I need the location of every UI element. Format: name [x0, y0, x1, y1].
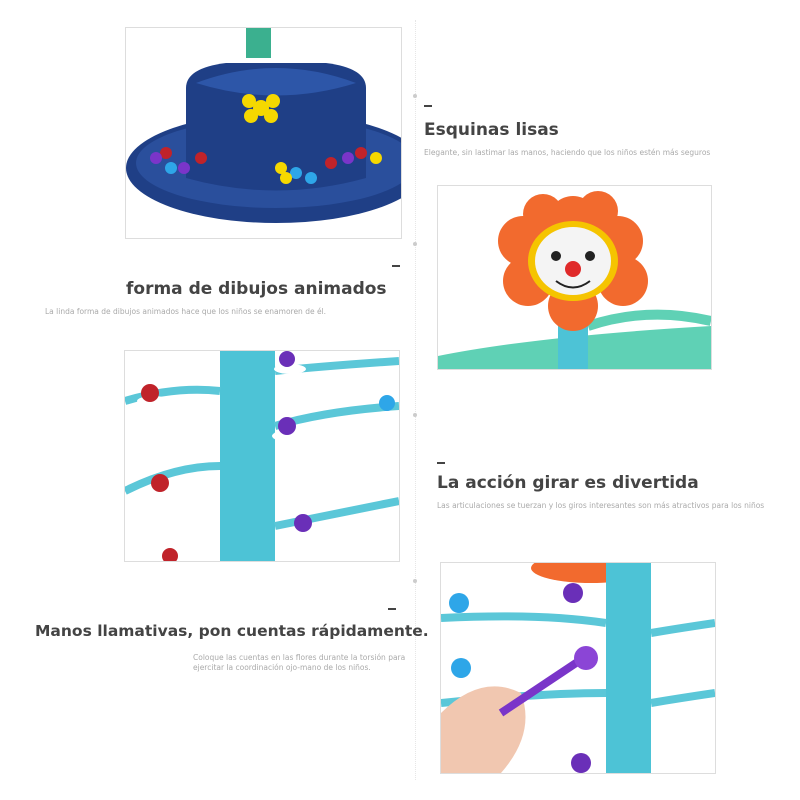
section-subtitle-line1: Coloque las cuentas en las flores durant… [193, 653, 406, 662]
section-subtitle: Elegante, sin lastimar las manos, hacien… [424, 148, 711, 157]
accent-dash [424, 105, 432, 107]
divider-dot [413, 242, 417, 246]
section-title: La acción girar es divertida [437, 473, 699, 493]
section-title: Manos llamativas, pon cuentas rápidament… [35, 622, 429, 640]
divider-dot [413, 579, 417, 583]
divider-line [415, 20, 416, 780]
product-photo-tree-stem [124, 350, 400, 562]
product-photo-tweezers [440, 562, 716, 774]
divider-dot [413, 94, 417, 98]
section-title: Esquinas lisas [424, 120, 559, 140]
section-subtitle: Las articulaciones se tuerzan y los giro… [437, 501, 765, 510]
section-subtitle-line2: ejercitar la coordinación ojo-mano de lo… [193, 663, 371, 672]
accent-dash [388, 608, 396, 610]
section-subtitle: La linda forma de dibujos animados hace … [45, 307, 327, 316]
accent-dash [392, 265, 400, 267]
section-title: forma de dibujos animados [126, 279, 387, 299]
divider-dot [413, 413, 417, 417]
accent-dash [437, 462, 445, 464]
product-photo-flower [437, 185, 712, 370]
product-photo-base-tray [125, 27, 402, 239]
